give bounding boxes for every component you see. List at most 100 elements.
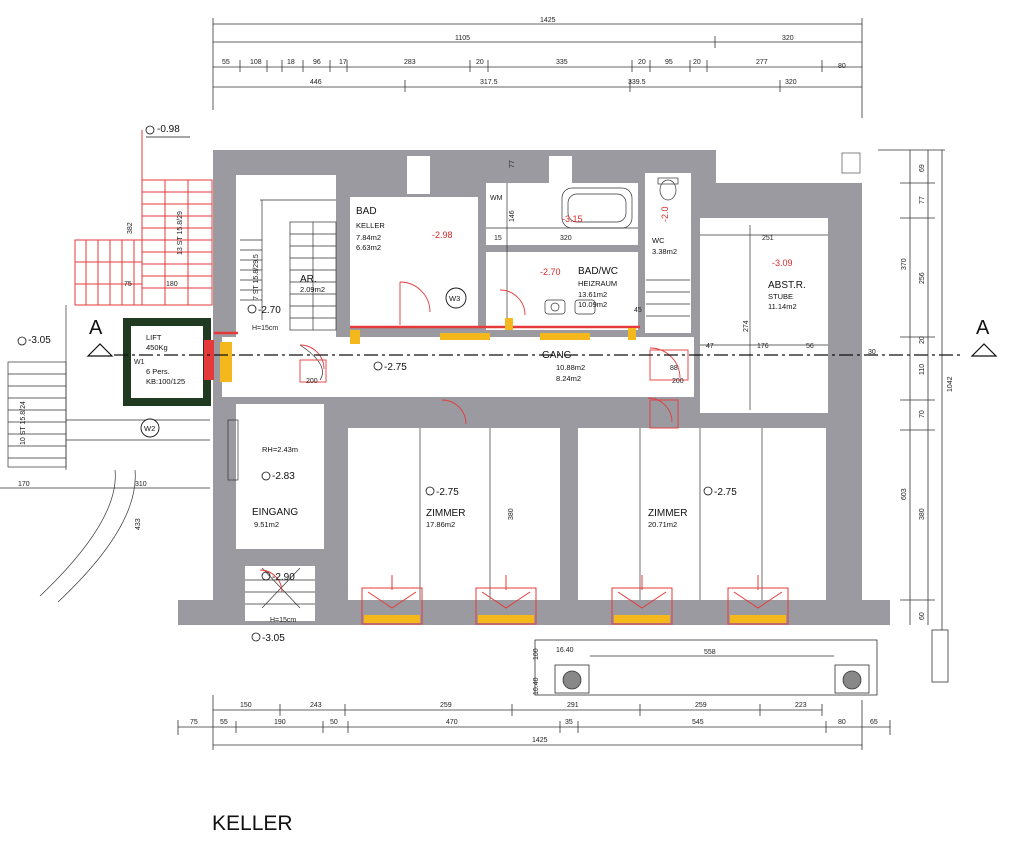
stair-label-left: 10 ST 15.8/24	[20, 401, 27, 445]
stair-label-h2: H=15cm	[270, 617, 296, 624]
dim-top-277: 277	[756, 59, 768, 66]
dim-top-17: 17	[339, 59, 347, 66]
dim-bot-259b: 259	[695, 702, 707, 709]
well-grate-icon	[562, 670, 582, 690]
level-gang-left: -2.75	[384, 362, 407, 373]
bottom-dimension-texts: 150 243 259 291 259 223 75 55 190 50 470…	[190, 702, 878, 744]
dim-bot-545: 545	[692, 719, 704, 726]
room-ar-area: 2.09m2	[300, 285, 325, 294]
dim-top-96: 96	[313, 59, 321, 66]
plan-title: KELLER	[212, 812, 293, 835]
room-wc-name: WC	[652, 236, 665, 245]
room-gang	[222, 337, 694, 397]
section-arrow-right-icon	[970, 343, 998, 357]
dim-left-433: 433	[135, 518, 142, 530]
room-abst-level: -3.09	[772, 258, 793, 268]
room-eingang-height: RH=2.43m	[262, 445, 298, 454]
dim-right-110: 110	[919, 364, 926, 375]
room-eingang	[236, 404, 324, 549]
section-marker-left: A	[89, 317, 103, 339]
label-wm: WM	[490, 195, 503, 202]
yellow-openings	[220, 318, 636, 382]
dim-88: 88	[670, 365, 678, 372]
dim-top-20c: 20	[693, 59, 701, 66]
level-bath-tub: -3.15	[562, 214, 583, 224]
room-bad-level: -2.98	[432, 230, 453, 240]
dim-bottom-558: 558	[704, 649, 716, 656]
light-shaft-2	[549, 156, 572, 184]
room-labels: BAD KELLER 7.84m2 6.63m2 -2.98 AR. 2.09m…	[252, 160, 876, 644]
room-abst-sub: STUBE	[768, 292, 793, 301]
level-marker-icon	[703, 486, 713, 496]
level-marker-icon	[247, 304, 257, 314]
dim-30: 30	[868, 349, 876, 356]
light-wells	[534, 639, 878, 696]
room-gang-area1: 10.88m2	[556, 363, 585, 372]
level-marker-icon	[261, 471, 271, 481]
dim-right-370: 370	[901, 258, 908, 270]
dim-bot-80: 80	[838, 719, 846, 726]
section-arrow-left-icon	[86, 343, 114, 357]
room-zimmer2-name: ZIMMER	[648, 508, 687, 519]
right-dimension-lines	[878, 149, 949, 683]
interior-lines	[227, 177, 828, 609]
stair-hall	[236, 175, 336, 337]
stair-label-h1: H=15cm	[252, 325, 278, 332]
dim-right-603: 603	[901, 488, 908, 500]
dim-251: 251	[762, 235, 774, 242]
lift-load: 450Kg	[146, 343, 168, 352]
dim-bot-50: 50	[330, 719, 338, 726]
level-entry-stair: -2.90	[272, 572, 295, 583]
dim-bot-470: 470	[446, 719, 458, 726]
lift: LIFT 450Kg 6 Pers. KB:100/125 W1	[123, 318, 214, 406]
room-gang-name: GANG	[542, 350, 572, 361]
dim-56: 56	[806, 343, 814, 350]
room-zimmer1-area: 17.86m2	[426, 520, 455, 529]
w3-marker	[445, 287, 467, 309]
dim-bot-150: 150	[240, 702, 252, 709]
dim-top-18: 18	[287, 59, 295, 66]
dim-top-108: 108	[250, 59, 262, 66]
exterior-stair-lower	[0, 305, 210, 603]
room-eingang-name: EINGANG	[252, 507, 298, 518]
room-zimmer2-area: 20.71m2	[648, 520, 677, 529]
dim-top-3175: 317.5	[480, 79, 498, 86]
red-service-lines	[214, 325, 640, 335]
dim-top-320: 320	[782, 35, 794, 42]
dim-176: 176	[757, 343, 769, 350]
dim-146: 146	[509, 210, 516, 222]
dim-bot-75: 75	[190, 719, 198, 726]
room-abst-area: 11.14m2	[768, 302, 797, 311]
level-marker-icon	[373, 361, 383, 371]
room-bad-area1: 7.84m2	[356, 233, 381, 242]
dim-top-95: 95	[665, 59, 673, 66]
stair-label-ext: 13 ST 15.8/29	[177, 211, 184, 255]
label-w1: W1	[134, 359, 145, 366]
dim-bot-total: 1425	[532, 737, 548, 744]
dim-47: 47	[706, 343, 714, 350]
room-bad-area2: 6.63m2	[356, 243, 381, 252]
dim-200b: 200	[672, 378, 684, 385]
outside-levels: -0.98 -3.05	[17, 124, 190, 346]
room-abst	[700, 218, 828, 413]
stair-label-main: 7 ST 15.8/29.5	[253, 254, 260, 300]
dim-200a: 200	[306, 378, 318, 385]
room-badwc-area2: 10.09m2	[578, 300, 607, 309]
dim-top-320b: 320	[785, 79, 797, 86]
room-badwc-sub: HEIZRAUM	[578, 279, 617, 288]
level-marker-icon	[425, 486, 435, 496]
label-w3: W3	[449, 294, 460, 303]
room-eingang-level: -2.83	[272, 471, 295, 482]
light-shaft-1	[407, 156, 430, 194]
room-badwc-area1: 13.61m2	[578, 290, 607, 299]
dim-bot-291: 291	[567, 702, 579, 709]
bottom-dimension-lines	[177, 695, 891, 750]
level-top-left: -0.98	[157, 124, 180, 135]
level-marker-icons	[247, 304, 713, 642]
dim-bot-259a: 259	[440, 702, 452, 709]
dim-bot-55: 55	[220, 719, 228, 726]
level-marker-icon	[17, 336, 27, 346]
dim-bot-35: 35	[565, 719, 573, 726]
chimney	[841, 152, 861, 174]
